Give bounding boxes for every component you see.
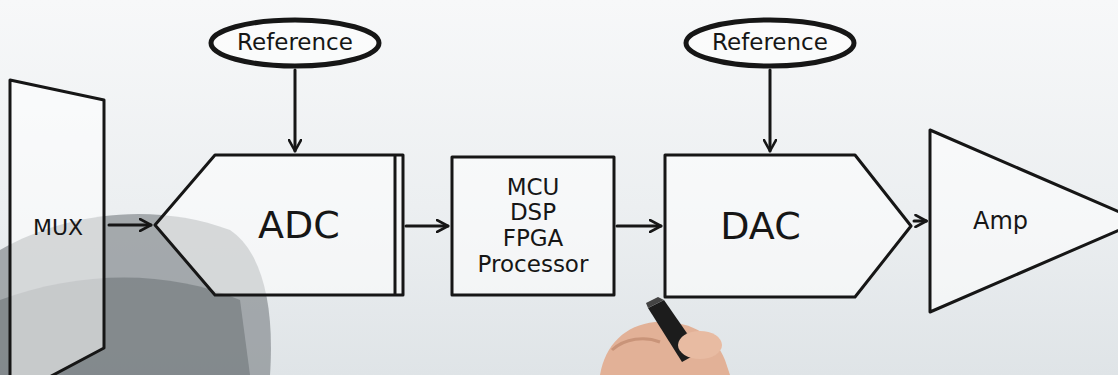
node-label: Amp — [973, 208, 1028, 235]
signal-arrow — [294, 70, 297, 151]
hand-with-marker — [600, 297, 730, 375]
node-label: MUX — [33, 216, 83, 241]
text-holder: DAC — [663, 153, 913, 299]
adc-block-path — [155, 155, 403, 295]
signal-arrow — [617, 225, 661, 228]
processor-box: MCUDSPFPGAProcessor — [450, 155, 616, 297]
node-label: Reference — [237, 30, 353, 56]
processor-box-path — [452, 157, 614, 295]
node-label: DAC — [720, 205, 800, 248]
reference-ellipse: Reference — [208, 17, 382, 69]
node-label: MCU — [507, 175, 560, 201]
signal-arrow — [914, 220, 926, 223]
node-label: FPGA — [503, 226, 564, 252]
text-holder: Reference — [208, 17, 382, 69]
node-label: ADC — [258, 204, 340, 247]
reference-ellipse: Reference — [683, 17, 857, 69]
signal-arrow — [769, 70, 772, 151]
text-holder: MUX — [8, 78, 108, 375]
node-label: Processor — [478, 252, 589, 278]
reference-ellipse-path — [686, 20, 854, 66]
adc-edge-line — [394, 155, 397, 295]
text-holder: Amp — [928, 128, 1118, 314]
dac-block: DAC — [663, 153, 913, 299]
mux-block: MUX — [8, 78, 108, 375]
reference-ellipse-path — [211, 20, 379, 66]
node-label: DSP — [510, 200, 556, 226]
text-holder: ADC — [153, 153, 405, 297]
node-label: Reference — [712, 30, 828, 56]
amplifier-triangle: Amp — [928, 128, 1118, 314]
signal-arrow — [406, 225, 448, 228]
text-holder: MCUDSPFPGAProcessor — [450, 155, 616, 297]
amplifier-triangle-path — [930, 130, 1118, 312]
text-holder: Reference — [683, 17, 857, 69]
dac-block-path — [665, 155, 911, 297]
signal-arrow — [109, 224, 151, 227]
adc-block: ADC — [153, 153, 405, 297]
mux-block-path — [10, 80, 104, 375]
